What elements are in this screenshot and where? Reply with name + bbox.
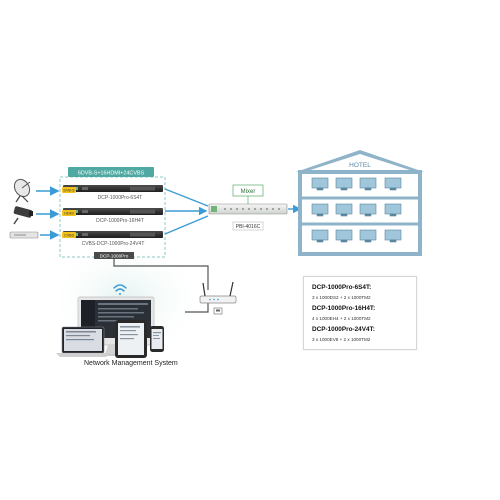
spec-title-1: DCP-1000Pro-6S4T: [312,284,372,291]
hotel-rooms [311,177,402,243]
tv-screen-icon [311,203,329,217]
mixer-device-label: PBI-4016C [236,224,261,230]
spec-title-3: DCP-1000Pro-24V4T: [312,326,375,333]
spec-detail-3: 3 x 1000EV8 + 2 x 1000TM2 [312,337,371,342]
tv-screen-icon [311,177,329,191]
tv-screen-icon [359,229,377,243]
tag-hdmi: HDMI [62,210,76,216]
arrow-unit3-to-mixer [164,215,209,235]
network-cable-router-nms [185,302,209,313]
svg-text:DVB-S: DVB-S [64,189,76,193]
headend-group-label: 6DVB-S+16HDMI+24CVBS [78,171,145,177]
tv-screen-icon [384,203,402,217]
laptop [56,326,110,357]
mixer-label: Mixer [241,189,256,195]
tag-cvbs: CVBS [62,232,76,238]
svg-text:CVBS: CVBS [64,234,74,238]
nms-label: Network Management System [84,360,178,367]
network-jack-icon [213,307,223,315]
headend-unit-1-label: DCP-1000Pro-6S4T [98,195,143,201]
mixer-device-label-bg [232,221,264,231]
headend-unit-3 [63,231,163,238]
spec-detail-1: 3 x 1000DS2 + 2 x 1000TM2 [312,295,371,300]
phone [150,326,164,352]
cctv-camera-icon [13,206,33,225]
tv-screen-icon [311,229,329,243]
tv-screen-icon [359,203,377,217]
mixer-device [208,203,288,215]
spec-detail-2: 4 x 1000EH4 + 2 x 1000TM2 [312,316,371,321]
tag-dvbs: DVB-S [62,187,76,193]
hotel-label: HOTEL [349,162,371,169]
tv-screen-icon [384,177,402,191]
tv-screen-icon [335,229,353,243]
wifi-signal-icon [113,284,127,295]
svg-text:HDMI: HDMI [64,212,73,216]
arrow-unit1-to-mixer [164,188,209,207]
headend-unit-2 [63,208,163,215]
spec-box: DCP-1000Pro-6S4T: 3 x 1000DS2 + 2 x 1000… [303,276,417,350]
tablet [115,320,147,358]
headend-unit-3-label: CVBS-DCP-1000Pro-24V4T [82,241,145,247]
headend-bottom-label-bg [94,252,134,259]
tv-screen-icon [384,229,402,243]
wifi-router-icon [199,281,237,304]
headend-unit-1 [63,185,163,192]
tv-screen-icon [359,177,377,191]
tv-screen-icon [335,177,353,191]
tv-screen-icon [335,203,353,217]
headend-unit-2-label: DCP-1000Pro-16H4T [96,218,144,224]
satellite-dish-icon [13,178,31,203]
headend-group-label-bg [68,167,154,177]
headend-bottom-label: DCP-1000Pro [100,253,129,258]
network-cable-headend-router [113,259,209,290]
dvd-player-icon [9,231,39,239]
spec-title-2: DCP-1000Pro-16H4T: [312,305,376,312]
